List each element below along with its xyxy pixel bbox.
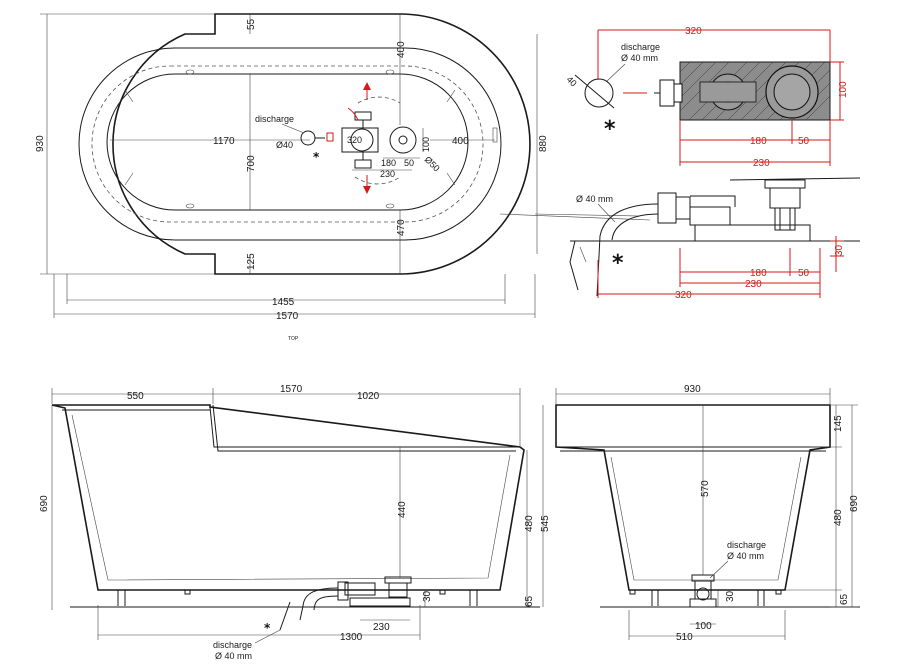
top-dim-50: 50 <box>404 158 414 168</box>
detail-side-320: 320 <box>675 290 692 301</box>
front-dim-lines <box>51 388 544 640</box>
front-dim-480: 480 <box>524 515 535 532</box>
detail-side-50: 50 <box>798 268 810 279</box>
detail-top-red-dims <box>597 29 844 166</box>
side-body-outline <box>555 404 831 591</box>
front-diameter-label: Ø 40 mm <box>215 651 252 661</box>
dim-470: 470 <box>396 219 407 236</box>
top-outer-rim <box>112 13 531 275</box>
top-view-label: TOP <box>288 336 299 342</box>
dim-125: 125 <box>246 253 257 270</box>
dim-55: 55 <box>246 18 257 30</box>
detail-top-asterisk: * <box>604 117 616 142</box>
top-dim-320: 320 <box>347 135 362 145</box>
detail-top-320: 320 <box>685 26 702 37</box>
front-dim-1570: 1570 <box>280 384 303 395</box>
side-dim-lines <box>555 388 858 640</box>
front-view: 1570 550 1020 690 440 480 545 65 30 230 … <box>39 384 551 661</box>
top-view: 55 400 700 470 125 1170 400 930 880 1455… <box>35 13 549 342</box>
side-dim-510: 510 <box>676 632 693 643</box>
dim-700: 700 <box>246 155 257 172</box>
top-dashed-line <box>91 65 484 223</box>
front-dim-1300: 1300 <box>340 632 363 643</box>
front-dim-690: 690 <box>39 495 50 512</box>
side-dim-65: 65 <box>839 593 850 605</box>
detail-side: Ø 40 mm 180 50 230 320 30 * <box>534 177 861 301</box>
front-dim-30: 30 <box>422 590 433 602</box>
side-diameter-label: Ø 40 mm <box>727 551 764 561</box>
top-dim-d50: Ø50 <box>423 154 442 173</box>
dim-1570: 1570 <box>276 311 299 322</box>
front-dim-65: 65 <box>524 595 535 607</box>
front-body-outline <box>51 404 525 591</box>
side-feet <box>629 589 782 606</box>
dim-880: 880 <box>538 135 549 152</box>
detail-top-180: 180 <box>750 136 767 147</box>
detail-leader-line <box>499 213 651 221</box>
top-dim-lines <box>40 13 538 318</box>
side-dim-30: 30 <box>725 590 736 602</box>
top-inner-rim <box>78 47 502 241</box>
side-dim-100: 100 <box>695 621 712 632</box>
dim-1170: 1170 <box>213 136 235 147</box>
side-dim-480: 480 <box>833 509 844 526</box>
front-dim-1020: 1020 <box>357 391 380 402</box>
side-dim-145: 145 <box>833 415 844 432</box>
front-feet <box>117 589 478 606</box>
top-rim-ticks <box>124 69 498 209</box>
detail-side-180: 180 <box>750 268 767 279</box>
detail-top: 320 100 180 50 230 40 discharge Ø 40 mm … <box>565 26 849 169</box>
side-dim-690: 690 <box>849 495 860 512</box>
side-discharge-label: discharge <box>727 540 766 550</box>
front-dim-230: 230 <box>373 622 390 633</box>
side-dim-930: 930 <box>684 384 701 395</box>
side-view: 930 570 145 480 690 65 30 100 510 discha… <box>555 384 860 643</box>
front-asterisk: * <box>264 621 271 635</box>
front-discharge-label: discharge <box>213 640 252 650</box>
dim-400-top: 400 <box>396 41 407 58</box>
detail-top-discharge: discharge <box>621 42 660 52</box>
detail-top-230: 230 <box>753 158 770 169</box>
detail-top-diameter: Ø 40 mm <box>621 53 658 63</box>
top-dim-100: 100 <box>421 137 431 152</box>
top-drain-assembly <box>300 82 424 194</box>
detail-side-asterisk: * <box>612 251 624 276</box>
front-dim-440: 440 <box>397 501 408 518</box>
top-asterisk: * <box>313 150 320 164</box>
top-discharge-label: discharge <box>255 114 294 124</box>
dim-400-right: 400 <box>452 136 469 147</box>
front-dim-550: 550 <box>127 391 144 402</box>
top-dim-230: 230 <box>380 169 395 179</box>
detail-side-230: 230 <box>745 279 762 290</box>
top-dim-d40: Ø40 <box>276 140 293 150</box>
detail-side-30: 30 <box>834 244 845 256</box>
detail-side-diameter: Ø 40 mm <box>576 194 613 204</box>
front-dim-545: 545 <box>540 515 551 532</box>
top-dim-180: 180 <box>381 158 396 168</box>
dim-930: 930 <box>35 135 46 152</box>
detail-top-100: 100 <box>838 81 849 98</box>
dim-1455: 1455 <box>272 297 295 308</box>
detail-side-red-dims <box>597 236 844 298</box>
side-dim-570: 570 <box>700 480 711 497</box>
detail-top-50: 50 <box>798 136 810 147</box>
